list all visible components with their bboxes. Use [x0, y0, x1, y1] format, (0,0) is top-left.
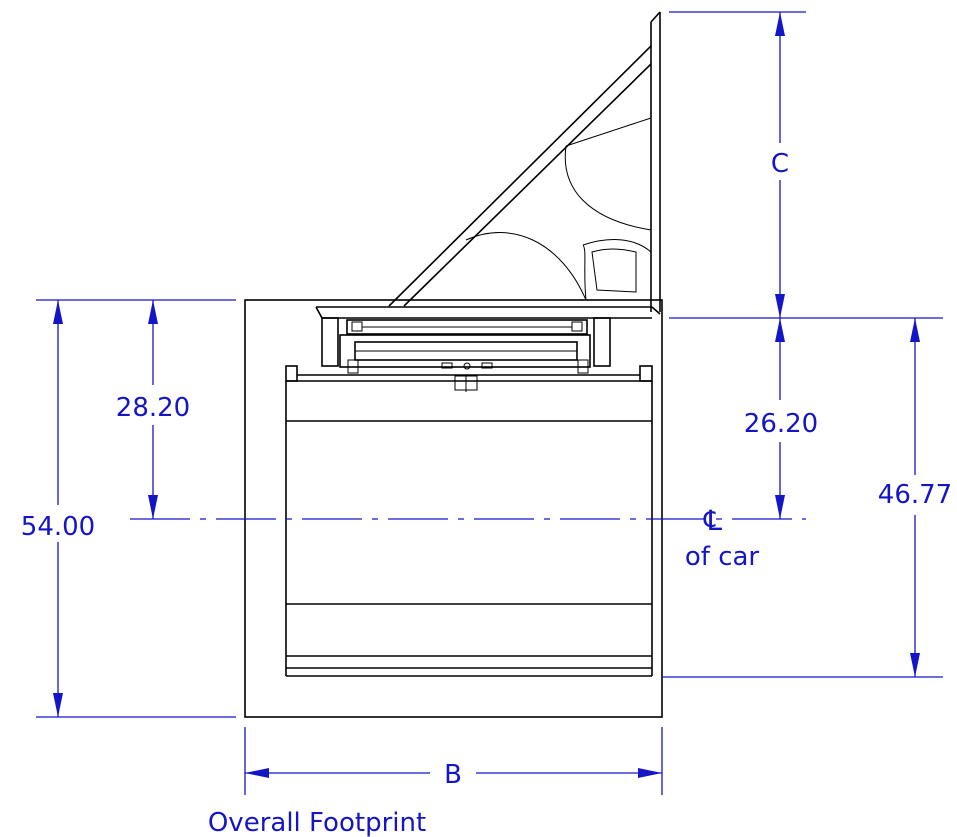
centerline-label: of car: [685, 542, 760, 572]
dim-width: B: [245, 760, 662, 790]
dim-ramp-to-centerline-value: 26.20: [744, 409, 818, 439]
dim-left-to-centerline: 28.20: [116, 300, 190, 519]
dim-arm-height-value: C: [771, 149, 789, 179]
lift-assembly: [244, 11, 663, 718]
dim-left-to-centerline-value: 28.20: [116, 393, 190, 423]
gusset-plate: [465, 117, 652, 301]
dim-right-depth-value: 46.77: [878, 480, 952, 510]
dim-overall-depth-value: 54.00: [21, 512, 95, 542]
mast: [650, 11, 661, 312]
dimensions: 54.00 28.20 C 26.20: [21, 11, 952, 837]
dim-arm-height: C: [771, 12, 789, 318]
footprint-outline: [244, 299, 663, 718]
dim-overall-depth: 54.00: [21, 300, 95, 717]
dim-right-depth: 46.77: [878, 318, 952, 677]
dim-width-value: B: [444, 760, 462, 790]
carriage: [315, 306, 661, 392]
centerline-symbol: ℄: [703, 504, 722, 537]
drawing-caption: Overall Footprint: [208, 808, 426, 837]
platform-deck: [285, 365, 653, 677]
dim-ramp-to-centerline: 26.20: [744, 318, 818, 519]
diagonal-brace: [388, 45, 652, 307]
